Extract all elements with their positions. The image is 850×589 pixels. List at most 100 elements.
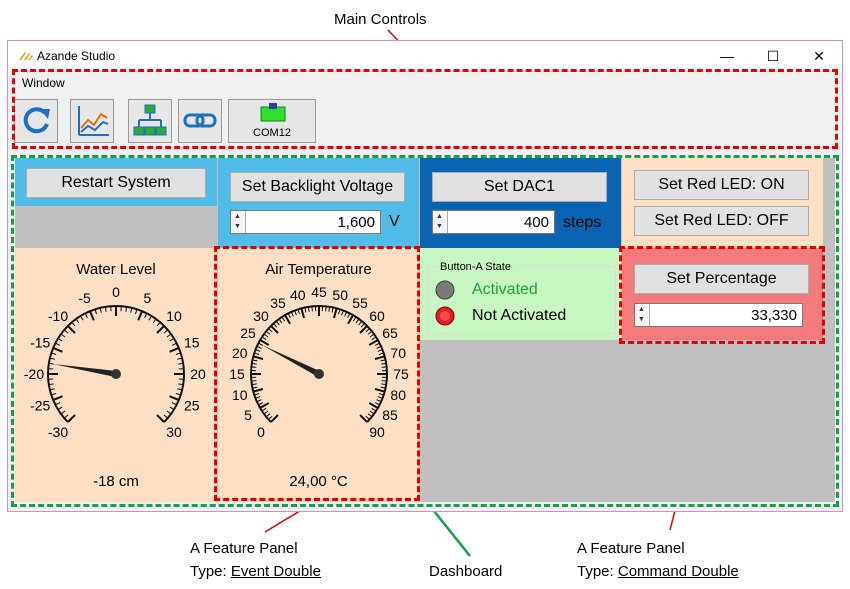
air-gauge-tick-label: 10 <box>232 387 248 403</box>
air-gauge-minor-tick <box>381 380 387 382</box>
air-gauge-minor-tick <box>251 366 257 368</box>
chart-button[interactable] <box>70 99 114 143</box>
air-temperature-value: 24,00 °C <box>289 473 348 490</box>
air-gauge-major-tick <box>347 314 354 325</box>
air-gauge-minor-tick <box>254 352 260 356</box>
annotation-command-panel-type: Command Double <box>617 563 739 580</box>
water-gauge-tick-label: 20 <box>190 366 206 382</box>
menu-window[interactable]: Window <box>22 76 65 90</box>
water-gauge-minor-tick <box>169 406 175 410</box>
water-gauge-minor-tick <box>166 333 172 338</box>
air-gauge-major-tick <box>374 355 385 360</box>
air-temperature-title: Air Temperature <box>265 261 372 278</box>
com-port-button[interactable]: COM12 <box>228 99 316 143</box>
air-gauge-tick-label: 85 <box>382 407 398 423</box>
backlight-unit: V <box>389 213 400 230</box>
air-gauge-minor-tick <box>376 399 382 403</box>
water-gauge-tick-label: -5 <box>78 290 91 306</box>
air-gauge-minor-tick <box>367 330 373 335</box>
close-button[interactable]: ✕ <box>813 48 825 64</box>
water-gauge-major-tick <box>52 347 63 353</box>
air-gauge-minor-tick <box>355 318 360 324</box>
air-gauge-minor-tick <box>358 320 363 326</box>
not-activated-indicator-icon <box>435 306 455 326</box>
water-gauge-needle <box>52 363 117 377</box>
annotation-command-panel-line2: Type: Command Double <box>577 563 739 580</box>
water-gauge-major-tick <box>156 414 165 423</box>
air-gauge-minor-tick <box>311 306 313 312</box>
command-double-highlight <box>619 246 825 344</box>
air-gauge-minor-tick <box>256 399 262 403</box>
water-gauge-minor-tick <box>144 313 148 319</box>
annotation-command-panel-line1: A Feature Panel <box>577 540 685 557</box>
refresh-button[interactable] <box>14 99 58 143</box>
water-gauge-tick-label: 15 <box>184 335 200 351</box>
water-gauge-minor-tick <box>51 392 57 396</box>
air-gauge-major-tick <box>359 414 368 423</box>
air-gauge-minor-tick <box>251 380 257 382</box>
dac-spinner[interactable]: ▲▼ <box>433 211 448 233</box>
link-button[interactable] <box>178 99 222 143</box>
water-gauge-minor-tick <box>80 315 84 321</box>
air-gauge-minor-tick <box>374 402 380 406</box>
air-gauge-minor-tick <box>377 349 383 352</box>
menu-bar: Window <box>8 71 842 93</box>
water-gauge-tick-label: 0 <box>112 284 120 300</box>
percentage-value: 33,330 <box>751 307 797 324</box>
air-gauge-minor-tick <box>360 323 365 328</box>
water-gauge-tick-label: 30 <box>166 424 182 440</box>
dac-steps-value: 400 <box>523 214 549 231</box>
water-gauge-minor-tick <box>104 306 107 312</box>
backlight-voltage-input[interactable]: ▲▼ 1,600 <box>230 210 381 234</box>
air-gauge-tick-label: 0 <box>257 424 265 440</box>
water-gauge-minor-tick <box>99 307 102 313</box>
chart-icon <box>78 106 109 136</box>
set-percentage-button[interactable]: Set Percentage <box>634 264 809 294</box>
set-dac1-button[interactable]: Set DAC1 <box>432 172 607 202</box>
percentage-spinner[interactable]: ▲▼ <box>635 304 650 326</box>
water-gauge-minor-tick <box>51 352 57 356</box>
air-gauge-major-tick <box>270 325 279 334</box>
set-red-led-on-button[interactable]: Set Red LED: ON <box>634 170 809 200</box>
water-gauge-minor-tick <box>63 414 69 419</box>
air-gauge-minor-tick <box>304 307 307 313</box>
hierarchy-button[interactable] <box>128 99 172 143</box>
restart-system-button[interactable]: Restart System <box>26 168 206 198</box>
link-icon <box>183 113 217 128</box>
backlight-spinner[interactable]: ▲▼ <box>231 211 246 233</box>
app-logo-icon <box>19 52 33 60</box>
dac-unit: steps <box>563 214 602 231</box>
maximize-button[interactable]: ☐ <box>766 48 780 64</box>
water-gauge-tick-label: -30 <box>48 424 68 440</box>
dac-steps-input[interactable]: ▲▼ 400 <box>432 210 555 234</box>
air-gauge-minor-tick <box>378 392 384 396</box>
air-gauge-tick-label: 15 <box>229 366 245 382</box>
water-gauge-minor-tick <box>84 313 88 319</box>
air-gauge-minor-tick <box>261 407 267 412</box>
water-gauge-minor-tick <box>163 329 169 334</box>
water-gauge-minor-tick <box>55 402 61 406</box>
water-gauge-minor-tick <box>171 402 177 406</box>
water-gauge-tick-label: -15 <box>30 335 50 351</box>
minimize-button[interactable]: — <box>720 48 734 64</box>
air-gauge-hub <box>314 369 324 379</box>
air-gauge-tick-label: 30 <box>253 308 269 324</box>
set-red-led-off-button[interactable]: Set Red LED: OFF <box>634 206 809 236</box>
water-gauge-minor-tick <box>178 383 184 386</box>
air-gauge-major-tick <box>253 388 264 393</box>
percentage-input[interactable]: ▲▼ 33,330 <box>634 303 803 327</box>
air-gauge-minor-tick <box>281 316 286 322</box>
annotation-event-panel-line2: Type: Event Double <box>190 563 321 580</box>
air-gauge-minor-tick <box>297 309 301 315</box>
air-gauge-tick-label: 25 <box>240 325 256 341</box>
air-gauge-minor-tick <box>374 342 380 346</box>
activated-indicator-icon <box>435 280 455 300</box>
button-a-title: Button-A State <box>438 261 513 273</box>
air-gauge-minor-tick <box>369 333 375 338</box>
set-backlight-voltage-button[interactable]: Set Backlight Voltage <box>230 172 405 202</box>
water-gauge-hub <box>111 369 121 379</box>
air-gauge-major-tick <box>270 414 279 423</box>
air-gauge-minor-tick <box>365 415 370 420</box>
air-gauge-minor-tick <box>331 307 334 313</box>
not-activated-label: Not Activated <box>472 307 567 324</box>
